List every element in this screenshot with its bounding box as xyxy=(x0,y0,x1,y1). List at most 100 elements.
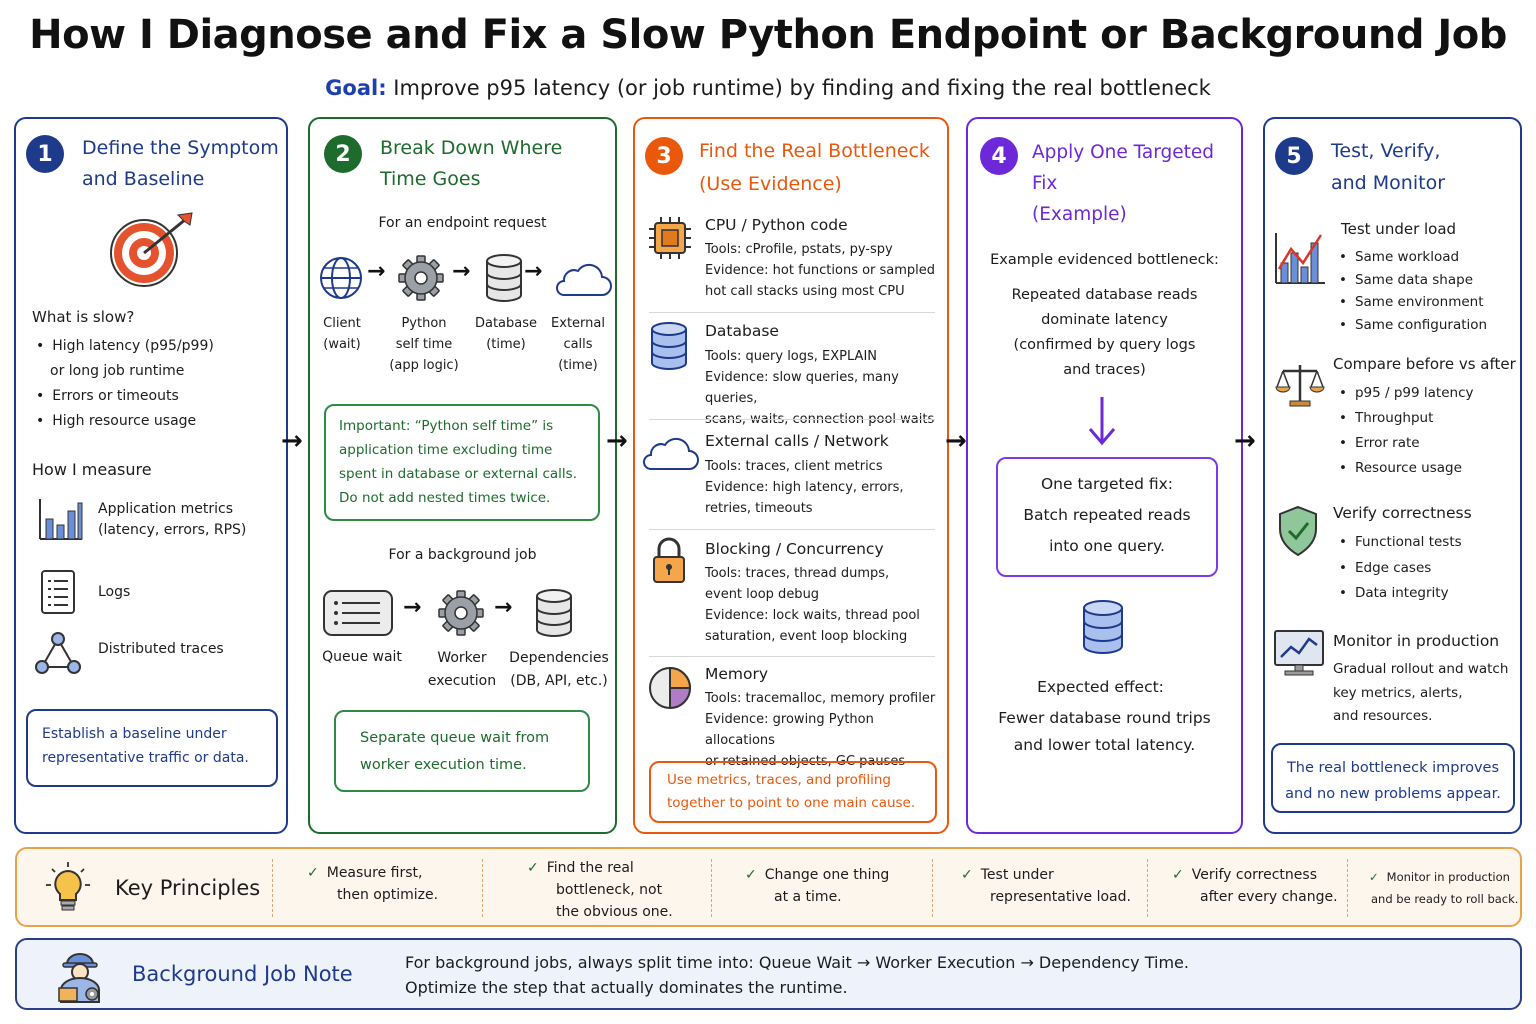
principle-line: the obvious one. xyxy=(556,904,673,920)
endpoint-heading: For an endpoint request xyxy=(378,215,547,231)
example-line: Repeated database reads xyxy=(1011,287,1198,303)
principle-line: Find the real xyxy=(546,860,634,876)
bottleneck-heading: External calls / Network xyxy=(705,432,889,450)
principle-line: Change one thing xyxy=(764,867,890,883)
flow-arrow: → xyxy=(945,426,967,456)
step-3-panel: 3 Find the Real Bottleneck (Use Evidence… xyxy=(633,117,949,834)
list-item: Errors or timeouts xyxy=(36,384,214,409)
step-number-badge: 3 xyxy=(645,137,683,175)
list-item: Data integrity xyxy=(1339,581,1462,607)
group-list: p95 / p99 latency Throughput Error rate … xyxy=(1339,381,1474,481)
endpoint-item-label: Client (wait) xyxy=(323,316,361,352)
scale-icon xyxy=(1275,365,1325,407)
divider xyxy=(649,312,935,313)
effect-line: Fewer database round trips xyxy=(998,709,1211,727)
queue-icon xyxy=(323,590,393,636)
note-line: For background jobs, always split time i… xyxy=(405,953,1189,972)
divider xyxy=(272,859,273,917)
endpoint-item-label: Python self time (app logic) xyxy=(389,316,459,373)
detail-line: Tools: traces, client metrics xyxy=(705,459,883,474)
divider xyxy=(649,656,935,657)
step-title: Apply One Targeted Fix (Example) xyxy=(1032,137,1241,230)
principle-line: Verify correctness xyxy=(1191,867,1317,883)
goal-statement: Goal: Improve p95 latency (or job runtim… xyxy=(0,76,1536,100)
check-icon: ✓ xyxy=(1369,870,1379,884)
step-title-line: and Monitor xyxy=(1331,172,1446,194)
step-title-line: and Baseline xyxy=(82,168,205,190)
shield-check-icon xyxy=(1279,505,1317,557)
goal-text: Improve p95 latency (or job runtime) by … xyxy=(386,76,1211,100)
list-item: High latency (p95/p99) xyxy=(36,334,214,359)
list-item: High resource usage xyxy=(36,409,214,434)
list-item: p95 / p99 latency xyxy=(1339,381,1474,406)
bottleneck-details: Tools: traces, thread dumps, event loop … xyxy=(705,563,920,647)
principle-line: then optimize. xyxy=(337,887,439,903)
detail-line: Evidence: slow queries, many queries, xyxy=(705,370,899,406)
detail-line: Tools: query logs, EXPLAIN xyxy=(705,349,878,364)
principle-line: bottleneck, not xyxy=(556,882,663,898)
database-icon xyxy=(486,254,522,302)
job-heading: For a background job xyxy=(388,547,537,563)
detail-line: Tools: cProfile, pstats, py-spy xyxy=(705,242,893,257)
monitor-line: Gradual rollout and watch xyxy=(1333,661,1509,677)
detail-line: saturation, event loop blocking xyxy=(705,629,908,644)
step-5-panel: 5 Test, Verify, and Monitor Test under l… xyxy=(1263,117,1522,834)
check-icon: ✓ xyxy=(745,867,757,883)
list-item: Same workload xyxy=(1339,246,1487,269)
targeted-fix-box: One targeted fix: Batch repeated reads i… xyxy=(996,457,1218,577)
bottleneck-details: Tools: query logs, EXPLAIN Evidence: slo… xyxy=(705,346,947,430)
divider xyxy=(932,859,933,917)
monitor-line: and resources. xyxy=(1333,708,1433,724)
flow-arrow: → xyxy=(524,259,543,284)
gear-icon xyxy=(398,255,444,301)
bottleneck-heading: CPU / Python code xyxy=(705,216,848,234)
symptom-list: High latency (p95/p99) or long job runti… xyxy=(36,334,214,434)
divider xyxy=(649,529,935,530)
step-title-line: Define the Symptom xyxy=(82,137,279,159)
group-list: Functional tests Edge cases Data integri… xyxy=(1339,530,1462,607)
step-1-panel: 1 Define the Symptom and Baseline What i… xyxy=(14,117,288,834)
detail-line: Evidence: hot functions or sampled xyxy=(705,263,936,278)
principle-item: ✓Test under representative load. xyxy=(961,864,1131,908)
endpoint-item-label: External calls (time) xyxy=(551,316,605,373)
down-arrow-icon xyxy=(1088,397,1116,446)
divider xyxy=(482,859,483,917)
example-line: and traces) xyxy=(1063,362,1146,378)
detail-line: retries, timeouts xyxy=(705,501,813,516)
principle-item: ✓Verify correctness after every change. xyxy=(1172,864,1338,908)
load-chart-icon xyxy=(1275,233,1325,284)
list-item: Error rate xyxy=(1339,431,1473,456)
list-item: Functional tests xyxy=(1339,530,1462,556)
log-list-icon xyxy=(41,570,75,614)
effect-heading: Expected effect: xyxy=(1037,678,1164,696)
how-measure-heading: How I measure xyxy=(32,460,152,479)
step-number-badge: 2 xyxy=(324,135,362,173)
list-item: Resource usage xyxy=(1339,456,1473,481)
fix-line: into one query. xyxy=(1049,537,1165,555)
what-slow-heading: What is slow? xyxy=(32,308,135,326)
list-item: Same environment xyxy=(1339,291,1487,314)
step-number-badge: 4 xyxy=(980,137,1018,175)
detail-line: Evidence: high latency, errors, xyxy=(705,480,904,495)
example-heading: Example evidenced bottleneck: xyxy=(990,252,1219,268)
worker-icon xyxy=(58,953,100,1003)
step-4-panel: 4 Apply One Targeted Fix (Example) Examp… xyxy=(966,117,1243,834)
pie-memory-icon xyxy=(649,666,692,710)
step-2-panel: 2 Break Down Where Time Goes For an endp… xyxy=(308,117,617,834)
step-title-line: Test, Verify, xyxy=(1331,140,1441,162)
principle-item: ✓Find the real bottleneck, not the obvio… xyxy=(527,857,673,923)
key-principles-bar: Key Principles ✓Measure first, then opti… xyxy=(15,847,1522,927)
flow-arrow: → xyxy=(403,595,422,620)
principle-line: Monitor in production xyxy=(1386,870,1510,884)
bottleneck-heading: Memory xyxy=(705,665,769,683)
step-title-line: Break Down Where xyxy=(380,137,563,159)
step-title: Find the Real Bottleneck (Use Evidence) xyxy=(699,135,930,201)
principle-line: representative load. xyxy=(990,889,1131,905)
monitor-heading: Monitor in production xyxy=(1333,632,1500,650)
example-line: (confirmed by query logs xyxy=(1013,337,1196,353)
queue-separation-note: Separate queue wait from worker executio… xyxy=(334,710,590,792)
principle-item: ✓Measure first, then optimize. xyxy=(307,862,438,906)
monitor-line: key metrics, alerts, xyxy=(1333,684,1463,701)
flow-arrow: → xyxy=(367,259,386,284)
step-number-badge: 5 xyxy=(1275,137,1313,175)
